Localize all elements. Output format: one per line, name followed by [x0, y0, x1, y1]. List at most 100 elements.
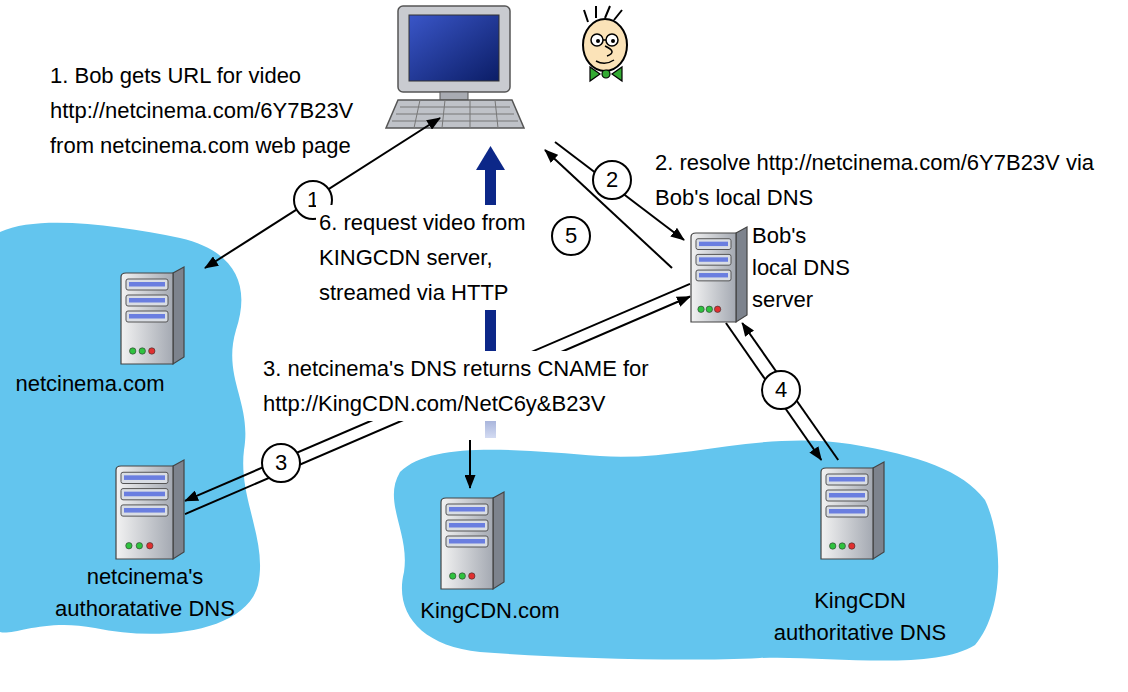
server-icon	[829, 477, 865, 482]
step-note: 2. resolve http://netcinema.com/6Y7B23V …	[655, 145, 1100, 215]
server-label: netcinema.com	[0, 368, 180, 400]
server-icon	[459, 573, 465, 579]
server-icon	[441, 498, 493, 589]
bob-cartoon	[611, 39, 615, 43]
server-icon	[449, 539, 485, 544]
server-icon	[116, 466, 173, 559]
callout-number: 4	[761, 370, 801, 410]
server-icon	[821, 468, 873, 559]
server-icon	[446, 520, 488, 531]
bob-cartoon	[591, 34, 603, 46]
server-icon	[129, 314, 165, 319]
video-stream-arrow	[476, 146, 505, 170]
server-icon	[139, 348, 145, 354]
server-icon	[116, 460, 184, 559]
bob-computer	[440, 92, 468, 100]
server-icon	[450, 573, 456, 579]
server-icon	[849, 543, 855, 549]
server-icon	[696, 270, 731, 281]
server-icon	[714, 306, 720, 312]
server-icon	[147, 543, 153, 549]
server-icon	[124, 475, 165, 480]
server-icon	[736, 227, 747, 322]
server-icon	[839, 543, 845, 549]
server-icon	[449, 523, 485, 528]
server-icon	[126, 311, 168, 322]
server-icon	[691, 227, 747, 322]
bob-computer	[414, 100, 498, 128]
bob-cartoon	[602, 70, 610, 78]
server-node: netcinema's authoratative DNS	[45, 455, 245, 629]
server-icon	[120, 265, 185, 365]
video-stream-arrow	[469, 440, 471, 488]
bob-cartoon	[605, 46, 612, 56]
server-icon	[830, 543, 836, 549]
server-icon	[441, 492, 504, 589]
server-icon	[826, 490, 868, 501]
server-icon	[706, 306, 712, 312]
server-icon	[136, 543, 142, 549]
server-icon	[149, 348, 155, 354]
dns-query-arrow	[726, 323, 821, 460]
callout-number: 3	[261, 443, 301, 483]
server-icon	[129, 298, 165, 303]
cloud-region	[394, 440, 998, 660]
server-icon	[446, 504, 488, 515]
bob-computer	[392, 107, 518, 121]
server-icon	[126, 279, 168, 290]
server-icon	[826, 506, 868, 517]
server-icon	[130, 348, 136, 354]
callout-number: 5	[551, 216, 591, 256]
server-icon	[821, 462, 884, 559]
bob-computer	[386, 6, 524, 128]
bob-cartoon	[606, 34, 618, 46]
bob-cartoon	[583, 6, 627, 81]
bob-cartoon	[603, 39, 606, 41]
server-icon	[173, 267, 184, 364]
server-icon	[449, 507, 485, 512]
server-icon	[696, 239, 731, 250]
server-icon	[121, 267, 184, 364]
server-node: netcinema.com	[0, 262, 190, 404]
server-icon	[126, 543, 132, 549]
server-icon	[129, 282, 165, 287]
cloud-region	[0, 223, 260, 634]
bob-cartoon	[596, 60, 614, 63]
server-node: Bob's local DNS server	[688, 222, 888, 327]
server-icon	[493, 492, 504, 589]
server-label: KingCDN.com	[405, 595, 575, 627]
server-icon	[826, 474, 868, 485]
server-icon	[124, 508, 165, 513]
server-icon	[691, 233, 736, 322]
server-label: netcinema's authoratative DNS	[45, 561, 245, 625]
server-icon	[699, 273, 728, 277]
video-stream-arrow	[470, 146, 505, 488]
bob-cartoon	[596, 39, 600, 43]
server-node: KingCDN.com	[405, 488, 575, 631]
server-icon	[446, 536, 488, 547]
bob-computer	[386, 100, 524, 128]
server-icon	[126, 295, 168, 306]
server-icon	[873, 462, 884, 559]
server-icon	[121, 489, 168, 500]
callout-number: 2	[592, 160, 632, 200]
bob-computer	[409, 15, 499, 81]
bob-computer	[398, 6, 510, 92]
server-icon	[173, 460, 184, 559]
step-note: 3. netcinema's DNS returns CNAME for htt…	[260, 351, 718, 421]
server-icon	[829, 509, 865, 514]
server-icon	[829, 493, 865, 498]
server-icon	[121, 273, 173, 364]
server-icon	[696, 254, 731, 265]
server-icon	[699, 242, 728, 246]
server-icon	[440, 490, 505, 590]
server-icon	[124, 492, 165, 497]
dns-query-arrow	[742, 323, 838, 460]
server-icon	[690, 225, 748, 323]
server-icon	[121, 505, 168, 516]
step-note: 1. Bob gets URL for video http://netcine…	[50, 58, 370, 163]
server-icon	[820, 460, 885, 560]
server-icon	[698, 306, 704, 312]
server-node: KingCDN authoritative DNS	[770, 458, 950, 653]
